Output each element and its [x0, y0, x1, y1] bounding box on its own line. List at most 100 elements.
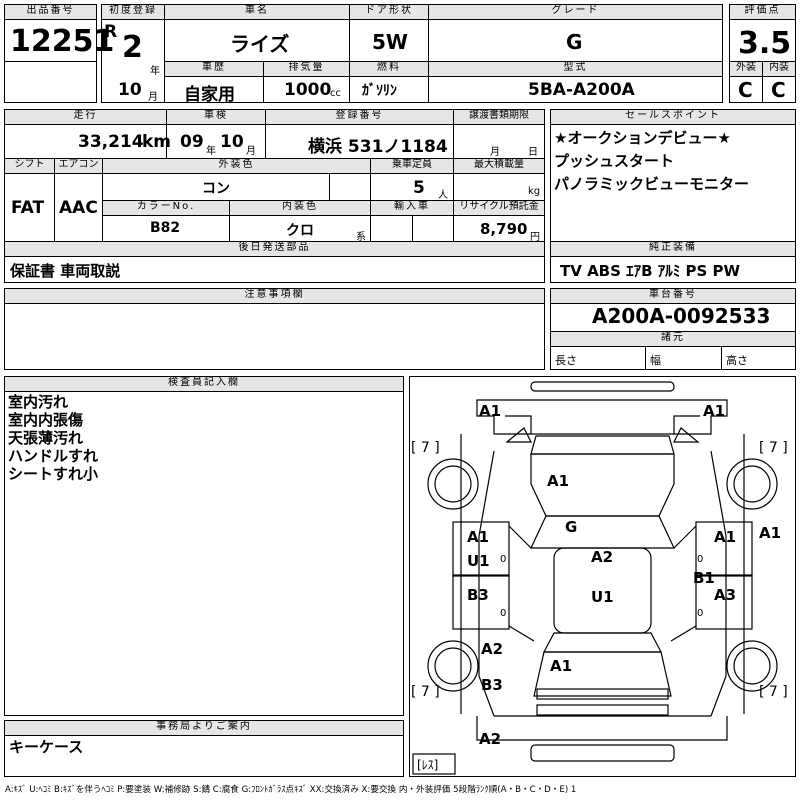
color-no-label: カラーNo.: [102, 200, 230, 216]
int-grade-value: C: [771, 78, 786, 102]
month-unit: 月: [148, 92, 158, 103]
transfer-label: 譲渡書類期限: [453, 109, 545, 125]
equipment-label: 純正装備: [550, 241, 796, 257]
mark-r-front-door: A1: [714, 528, 736, 546]
zero-mark: 0: [500, 554, 506, 565]
reg-number-value: 横浜 531ノ1184: [308, 137, 448, 157]
tire-rr-label: [ 7 ]: [759, 684, 788, 700]
int-color-label: 内装色: [229, 200, 371, 216]
zero-mark: 0: [697, 608, 703, 619]
int-grade-cell: [762, 76, 796, 103]
mark-l-front-door-2: U1: [467, 552, 490, 570]
history-value: 自家用: [184, 85, 235, 105]
chassis-label: 車台番号: [550, 288, 796, 304]
sales-line: プッシュスタート: [554, 152, 675, 170]
zero-mark: 0: [500, 608, 506, 619]
fuel-label: 燃料: [349, 61, 429, 77]
shift-value: FAT: [11, 198, 45, 218]
displacement-label: 排気量: [263, 61, 350, 77]
mileage-value: 33,214: [78, 132, 144, 152]
mark-r-edge: A1: [759, 524, 781, 542]
width-label: 幅: [650, 354, 661, 367]
color-no-value: B82: [150, 220, 181, 236]
mark-l-rear-quarter-2: B3: [481, 676, 503, 694]
ext-grade-value: C: [738, 78, 753, 102]
displacement-unit: cc: [330, 88, 341, 99]
reg-number-label: 登録番号: [265, 109, 454, 125]
mark-l-front-door: A1: [467, 528, 489, 546]
sales-line: パノラミックビューモニター: [554, 175, 750, 193]
mark-l-rear-quarter: A2: [481, 640, 503, 658]
mark-trunk: A1: [550, 657, 572, 675]
import-cell: [370, 215, 413, 242]
sales-line: ★オークションデビュー★: [554, 129, 731, 147]
int-grade-label: 内装: [762, 61, 796, 77]
car-diagram-frame: [409, 376, 796, 777]
tire-fr-label: [ 7 ]: [759, 440, 788, 456]
mark-rear-bumper: A2: [479, 730, 501, 748]
recycle-label: リサイクル預託金: [453, 200, 545, 216]
inspection-month-unit: 月: [246, 146, 256, 157]
inspector-line: 天張薄汚れ: [8, 429, 84, 447]
grade-value: G: [566, 30, 583, 54]
grade-label: グレード: [428, 4, 723, 20]
load-unit: kg: [528, 186, 541, 197]
mileage-unit: km: [142, 132, 172, 152]
inspector-cell: [4, 391, 404, 716]
office-value: キーケース: [9, 738, 84, 756]
transfer-day-unit: 日: [528, 147, 538, 158]
score-label: 評価点: [729, 4, 796, 20]
recycle-value: 8,790: [480, 220, 528, 238]
mark-hood: A1: [547, 472, 569, 490]
recycle-unit: 円: [530, 232, 540, 243]
inspector-line: 室内内張傷: [8, 411, 84, 429]
tire-fl-label: [ 7 ]: [411, 440, 440, 456]
inspection-month: 10: [220, 132, 244, 152]
capacity-value: 5: [413, 178, 425, 198]
mark-l-rear-door: B3: [467, 586, 489, 604]
inspection-year: 09: [180, 132, 204, 152]
mark-fr-fender: A1: [703, 402, 725, 420]
ext-color-side: [329, 173, 371, 201]
lot-lower-cell: [4, 61, 97, 103]
height-cell: [721, 346, 796, 370]
mark-glass: G: [565, 518, 577, 536]
model-label: 型式: [428, 61, 723, 77]
first-reg-label: 初度登録: [101, 4, 165, 20]
import-cell-2: [412, 215, 454, 242]
ext-color-label: 外装色: [102, 158, 371, 174]
later-parts-value: 保証書 車両取説: [10, 262, 121, 280]
mark-fl-fender: A1: [479, 402, 501, 420]
fuel-value: ｶﾞｿﾘﾝ: [362, 83, 397, 99]
spare-tire-label: [ﾚｽ]: [417, 758, 438, 772]
chassis-value: A200A-0092533: [592, 304, 771, 328]
model-cell: [428, 76, 723, 103]
inspector-line: ハンドルすれ: [8, 447, 99, 465]
length-label: 長さ: [555, 354, 577, 367]
mark-r-mid: B1: [693, 569, 715, 587]
lot-number: 12251: [10, 24, 115, 59]
model-value: 5BA-A200A: [528, 80, 635, 100]
ext-grade-label: 外装: [729, 61, 763, 77]
tire-rl-label: [ 7 ]: [411, 684, 440, 700]
import-label: 輸入車: [370, 200, 454, 216]
notes-cell: [4, 303, 545, 370]
displacement-value: 1000: [284, 80, 332, 100]
mark-r-rear-door: A3: [714, 586, 736, 604]
notes-label: 注意事項欄: [4, 288, 545, 304]
lot-label: 出品番号: [4, 4, 97, 20]
door-value: 5W: [372, 30, 408, 54]
inspection-year-unit: 年: [206, 146, 216, 157]
score-value: 3.5: [738, 26, 792, 61]
inspector-label: 検査員記入欄: [4, 376, 404, 392]
ac-value: AAC: [59, 198, 98, 218]
mark-roof-2: U1: [591, 588, 614, 606]
capacity-label: 乗車定員: [370, 158, 454, 174]
dims-label: 諸元: [550, 331, 796, 347]
height-label: 高さ: [726, 354, 748, 367]
ext-color-value: コン: [202, 181, 230, 197]
car-name: ライズ: [230, 32, 290, 56]
car-name-label: 車名: [164, 4, 350, 20]
year-unit: 年: [150, 66, 160, 77]
inspection-label: 車検: [166, 109, 266, 125]
